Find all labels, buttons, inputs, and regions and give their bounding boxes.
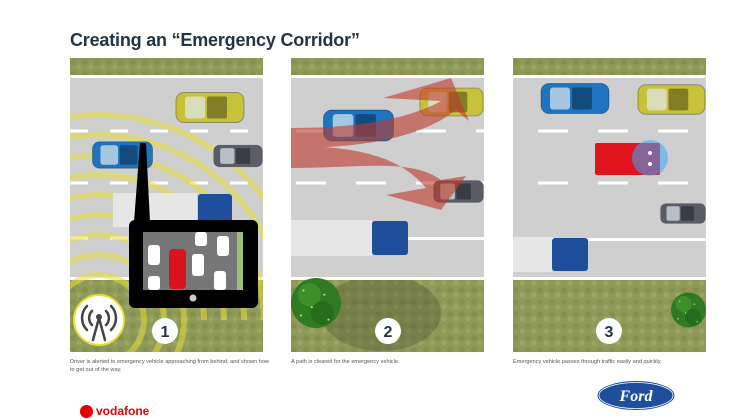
lane-markings bbox=[538, 129, 706, 185]
caption-3: Emergency vehicle passes through traffic… bbox=[513, 359, 662, 365]
vodafone-logo-text: vodafone bbox=[96, 404, 150, 418]
blue-car bbox=[540, 82, 610, 115]
tree-shadow bbox=[321, 275, 441, 351]
panel-1-driver-alert: 1 bbox=[70, 58, 263, 352]
step-number-badge bbox=[596, 318, 622, 344]
page-title: Creating an “Emergency Corridor” bbox=[70, 30, 360, 50]
truck-cab bbox=[552, 238, 588, 271]
caption-1: Driver is alerted to emergency vehicle a… bbox=[70, 359, 269, 373]
panel-3-emergency-passes: 3 bbox=[513, 58, 706, 352]
arrow-right-lane-icon bbox=[291, 146, 466, 210]
ford-logo-text: Ford bbox=[619, 388, 654, 405]
tree bbox=[291, 278, 341, 328]
truck-trailer bbox=[513, 237, 552, 272]
vodafone-speechmark-icon bbox=[80, 404, 93, 418]
arrow-left-lane-icon bbox=[291, 78, 469, 148]
phone-home-button bbox=[189, 294, 197, 302]
phone-navigation-screen bbox=[129, 220, 258, 308]
truck-trailer bbox=[291, 220, 372, 256]
callout-pointer bbox=[134, 143, 150, 222]
caption-2: A path is cleared for the emergency vehi… bbox=[291, 359, 400, 365]
truck-cab bbox=[198, 194, 232, 226]
siren-light-icon bbox=[632, 140, 668, 176]
antenna-icon bbox=[73, 294, 125, 346]
yellow-car bbox=[637, 84, 706, 115]
step-number: 1 bbox=[161, 324, 170, 341]
path-arrows bbox=[291, 78, 469, 210]
truck-cab bbox=[372, 221, 408, 255]
step-number: 2 bbox=[384, 324, 393, 341]
vodafone-logo: vodafone bbox=[80, 404, 149, 418]
tree bbox=[671, 292, 706, 328]
yellow-car bbox=[175, 91, 245, 124]
panel-2-path-cleared: 2 bbox=[291, 58, 484, 352]
step-number-badge bbox=[375, 318, 401, 344]
step-number: 3 bbox=[605, 324, 614, 341]
ford-logo: Ford bbox=[596, 380, 676, 416]
emergency-vehicle-icon bbox=[169, 249, 186, 289]
gray-car bbox=[660, 203, 706, 224]
gray-car bbox=[213, 144, 263, 168]
step-number-badge bbox=[152, 318, 178, 344]
